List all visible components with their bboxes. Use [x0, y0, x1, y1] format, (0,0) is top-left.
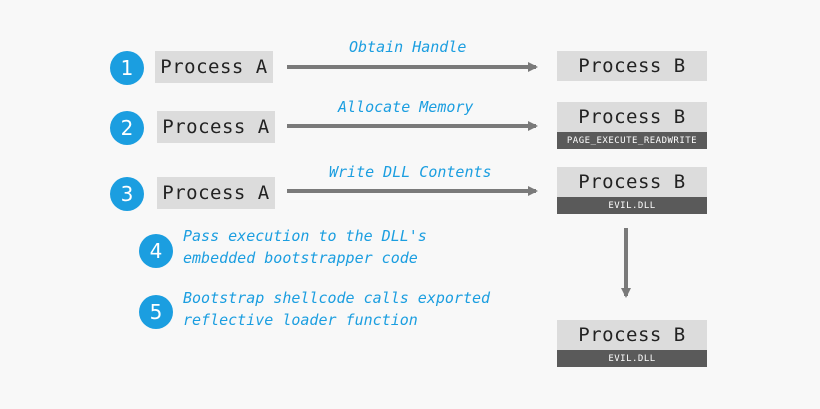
process-b-name: Process B [557, 51, 707, 81]
note-step-4: Pass execution to the DLL's embedded boo… [183, 225, 427, 269]
process-a-box-2: Process A [157, 111, 275, 143]
note-line: embedded bootstrapper code [183, 249, 418, 267]
process-a-box-3: Process A [157, 177, 275, 209]
note-line: Bootstrap shellcode calls exported [183, 289, 491, 307]
action-label-3: Write DLL Contents [329, 163, 492, 181]
dll-tag: EVIL.DLL [557, 197, 707, 214]
step-badge-1: 1 [110, 51, 144, 85]
action-label-2: Allocate Memory [338, 98, 474, 116]
step-badge-2: 2 [110, 111, 144, 145]
memory-flag-tag: PAGE_EXECUTE_READWRITE [557, 132, 707, 149]
process-b-name: Process B [557, 102, 707, 132]
action-label-1: Obtain Handle [349, 38, 467, 56]
dll-tag: EVIL.DLL [557, 350, 707, 367]
step-badge-5: 5 [139, 295, 173, 329]
process-b-box-2: Process B PAGE_EXECUTE_READWRITE [557, 102, 707, 149]
process-b-box-final: Process B EVIL.DLL [557, 320, 707, 367]
process-b-box-3: Process B EVIL.DLL [557, 167, 707, 214]
process-b-name: Process B [557, 167, 707, 197]
process-a-box-1: Process A [155, 51, 273, 83]
step-badge-3: 3 [110, 177, 144, 211]
note-step-5: Bootstrap shellcode calls exported refle… [183, 287, 490, 331]
process-b-box-1: Process B [557, 51, 707, 81]
note-line: reflective loader function [183, 311, 418, 329]
process-b-name: Process B [557, 320, 707, 350]
note-line: Pass execution to the DLL's [183, 227, 427, 245]
step-badge-4: 4 [139, 234, 173, 268]
